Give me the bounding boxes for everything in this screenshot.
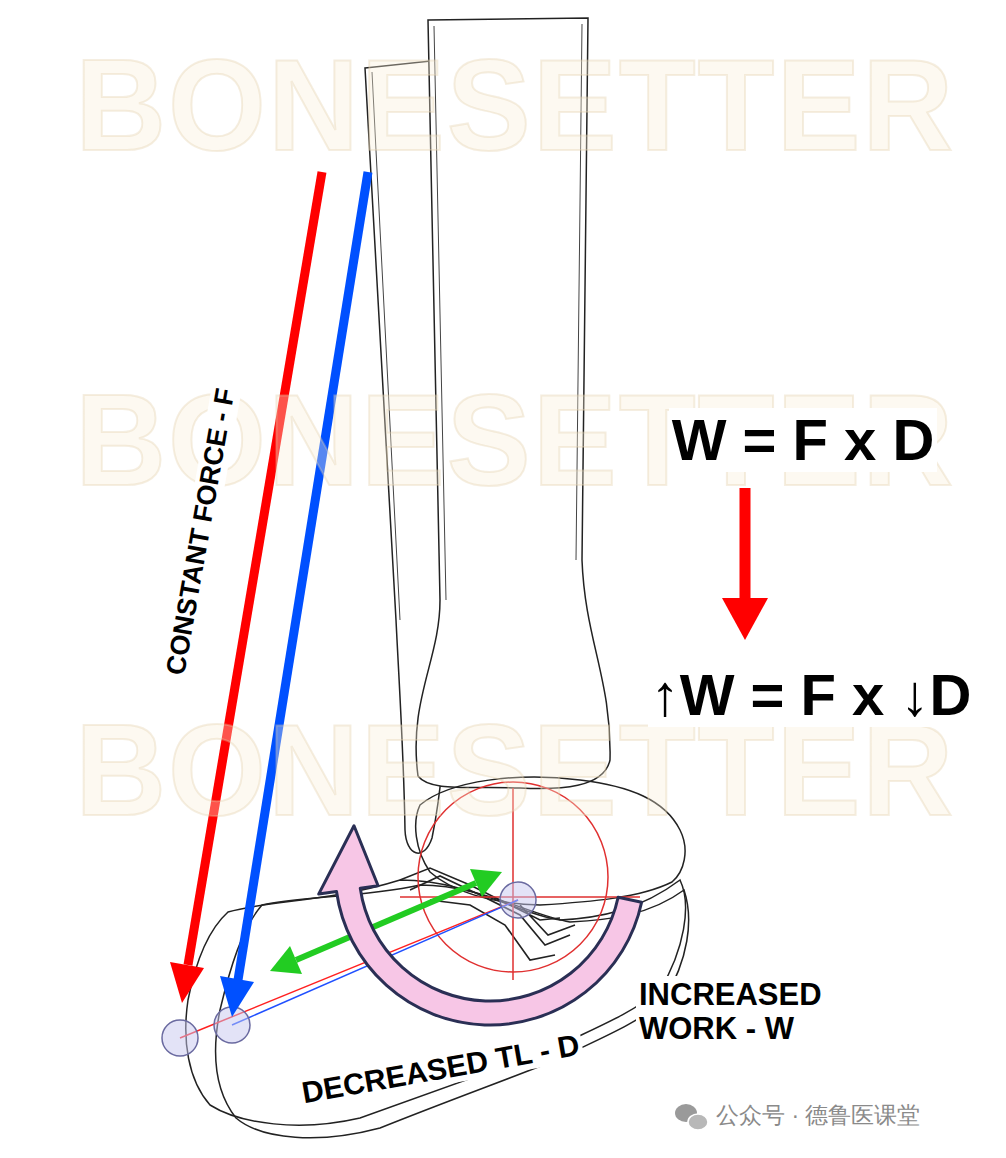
arrowhead	[220, 976, 254, 1017]
rotation-arrow	[319, 826, 642, 1025]
source-watermark: 公众号 · 德鲁医课堂	[716, 1103, 920, 1128]
arrowhead	[470, 869, 502, 897]
arrowhead	[270, 946, 302, 974]
arrowhead	[170, 962, 204, 1003]
watermark: BONESETTER	[75, 34, 955, 177]
tendon-length-label: DECREASED TL - D	[297, 1027, 586, 1109]
equation: ↑W = F x ↓D	[648, 663, 975, 727]
equation: W = F x D	[669, 408, 938, 472]
wechat-icon	[675, 1104, 708, 1130]
work-label: INCREASED WORK - W	[636, 976, 892, 1048]
pivot-point	[500, 882, 536, 918]
arrowhead	[722, 598, 768, 640]
insertion-point	[162, 1020, 198, 1056]
